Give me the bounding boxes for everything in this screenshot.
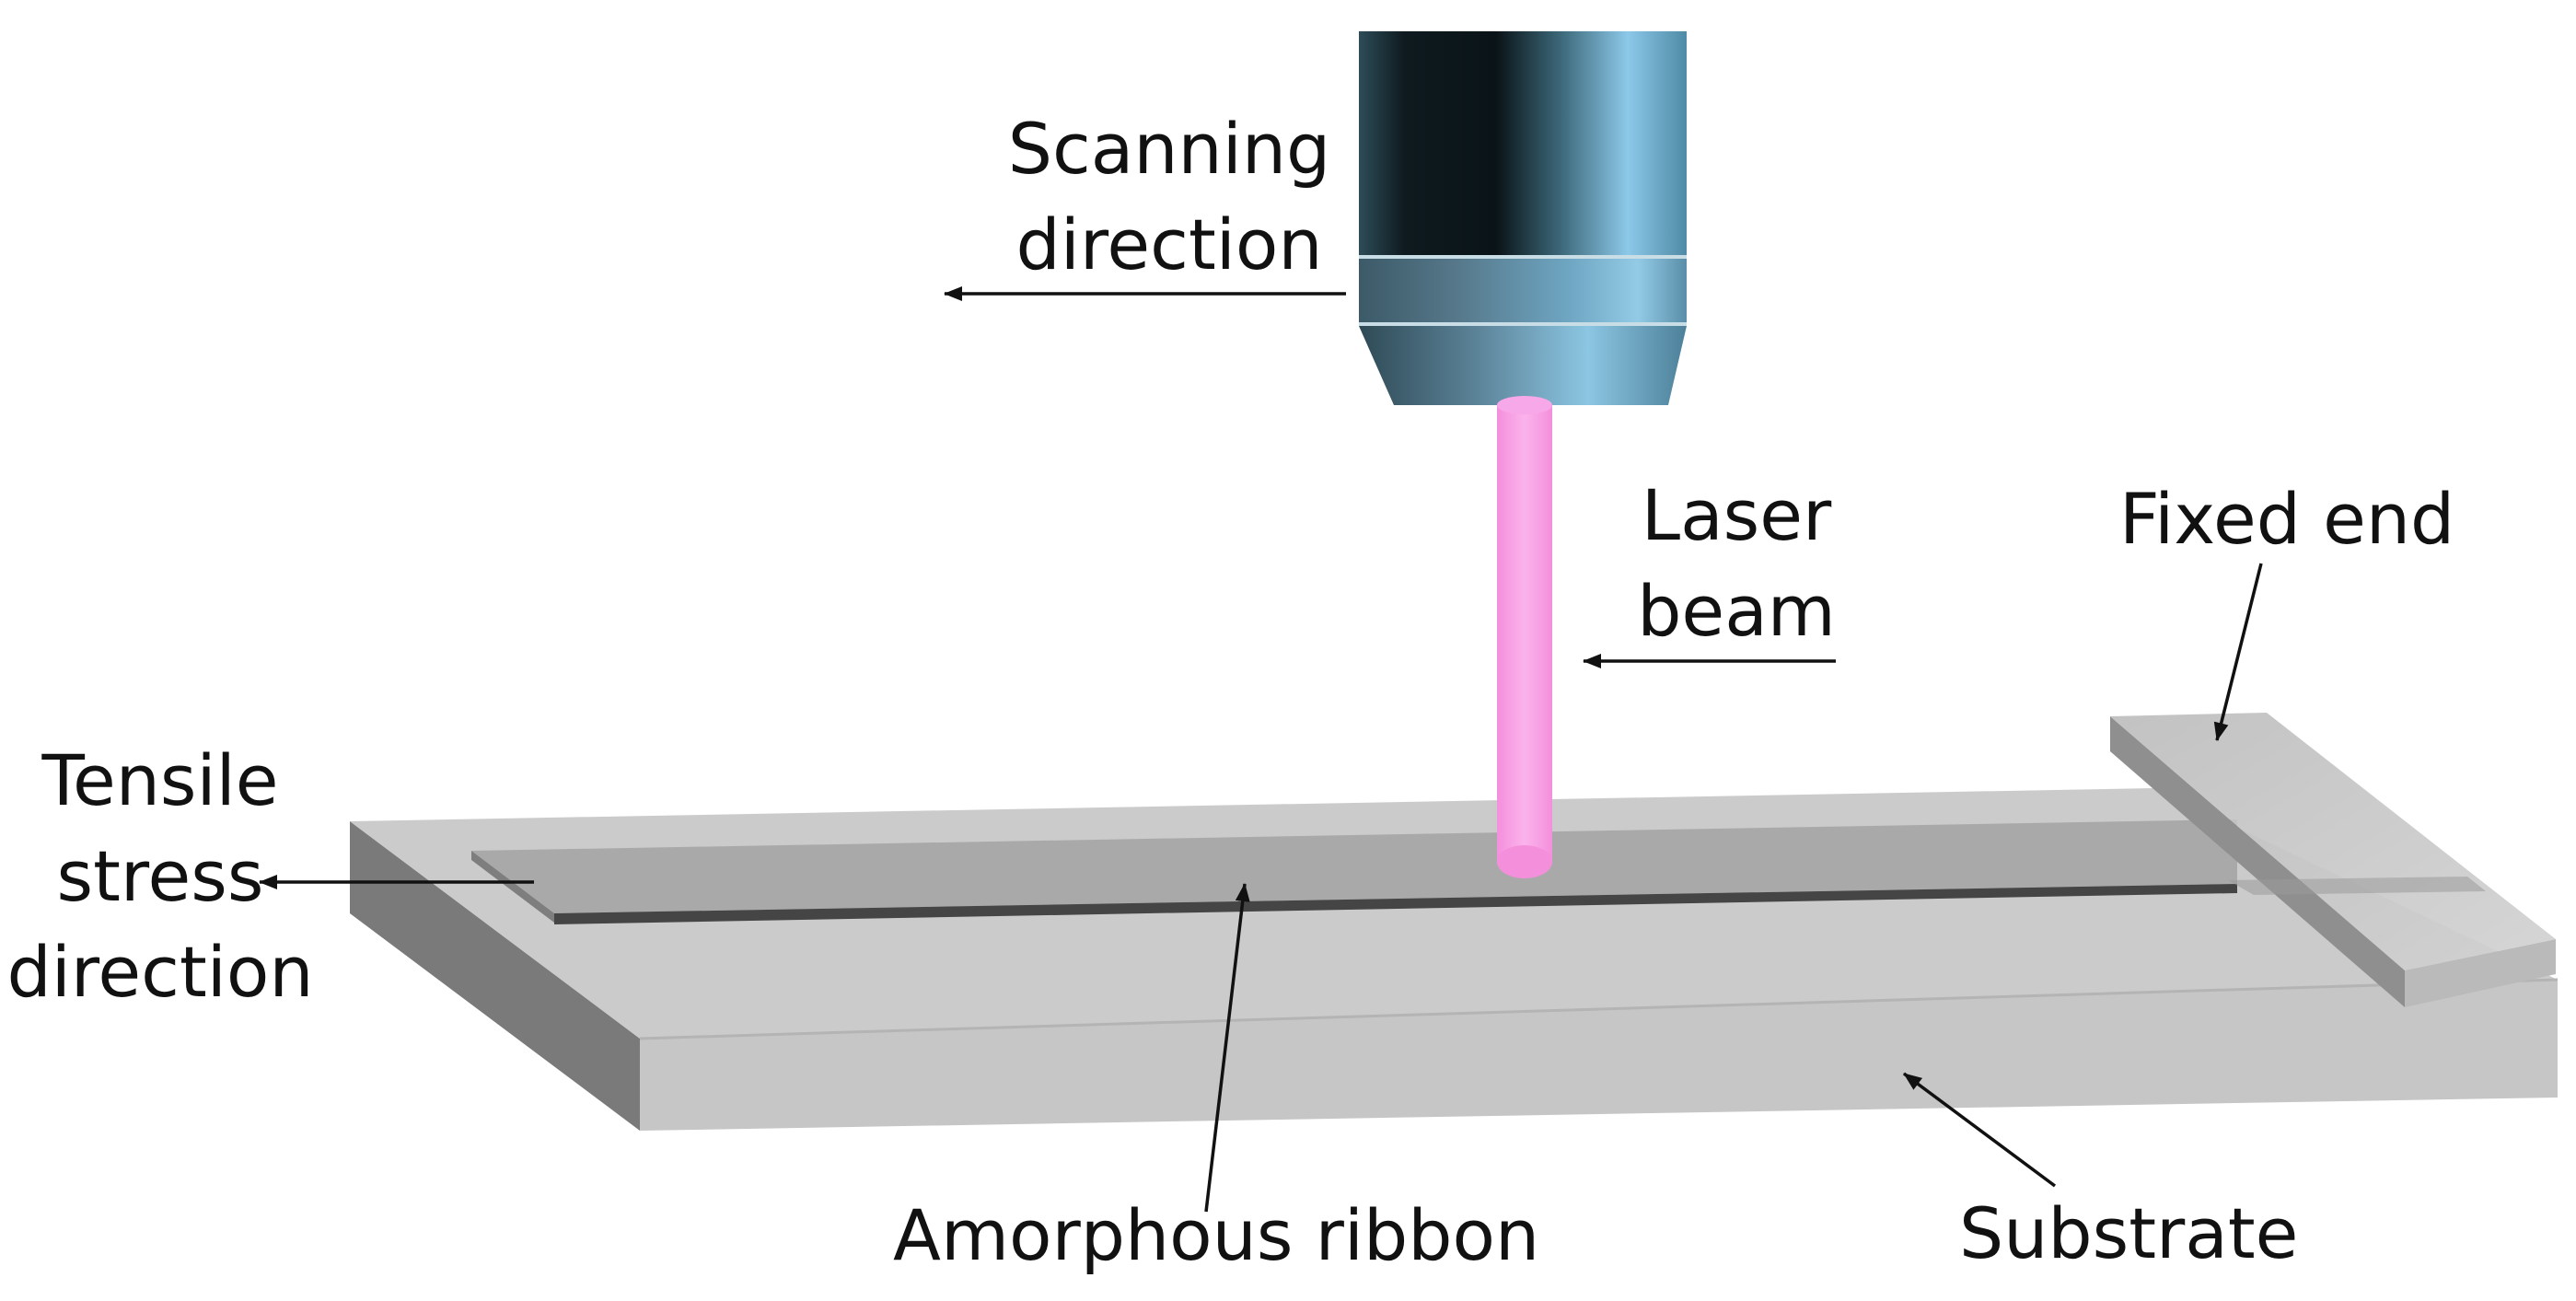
tensile-line-2: stress bbox=[56, 835, 264, 917]
tensile-line-3: direction bbox=[6, 931, 314, 1013]
lens-barrel bbox=[1359, 31, 1687, 257]
substrate-front-face bbox=[640, 980, 2558, 1131]
substrate-side-face bbox=[350, 821, 640, 1131]
ribbon-top-face bbox=[471, 819, 2237, 913]
substrate-pointer-arrow bbox=[1902, 1072, 2057, 1188]
laser-beam-line-2: beam bbox=[1637, 570, 1836, 652]
beam-spot bbox=[1497, 845, 1552, 878]
scanning-direction-line-1: Scanning bbox=[1007, 108, 1331, 190]
lens-ring bbox=[1359, 257, 1687, 324]
scanning-direction-label: Scanning direction bbox=[1004, 101, 1335, 293]
tensile-line-1: Tensile bbox=[41, 739, 279, 821]
fixed-end-pointer-arrow bbox=[2213, 563, 2263, 741]
beam-column bbox=[1497, 405, 1552, 862]
scanning-direction-line-2: direction bbox=[1015, 203, 1323, 285]
tensile-stress-direction-label: Tensile stress direction bbox=[6, 733, 315, 1020]
ribbon-left-edge bbox=[471, 851, 554, 923]
beam-top bbox=[1497, 396, 1552, 414]
ribbon-front-edge bbox=[554, 884, 2237, 924]
amorphous-ribbon-pointer-arrow bbox=[1204, 883, 1250, 1213]
fixed-end-clamp bbox=[2110, 713, 2556, 1007]
laser-beam-label: Laser beam bbox=[1626, 468, 1847, 659]
clamp-front-face bbox=[2405, 939, 2556, 1007]
lens-tip bbox=[1359, 326, 1687, 405]
laser-beam-line-1: Laser bbox=[1641, 474, 1832, 556]
amorphous-ribbon bbox=[471, 819, 2237, 924]
laser-beam bbox=[1497, 396, 1552, 878]
clamp-overlap-shade bbox=[2228, 877, 2486, 895]
objective-lens bbox=[1359, 31, 1687, 405]
fixed-end-label: Fixed end bbox=[2119, 478, 2455, 560]
clamp-top-face bbox=[2110, 713, 2556, 970]
arrows bbox=[259, 286, 2263, 1213]
substrate-label: Substrate bbox=[1959, 1192, 2299, 1274]
amorphous-ribbon-label: Amorphous ribbon bbox=[893, 1194, 1540, 1276]
clamp-left-face bbox=[2110, 716, 2405, 1007]
substrate-edge bbox=[639, 978, 2559, 1040]
